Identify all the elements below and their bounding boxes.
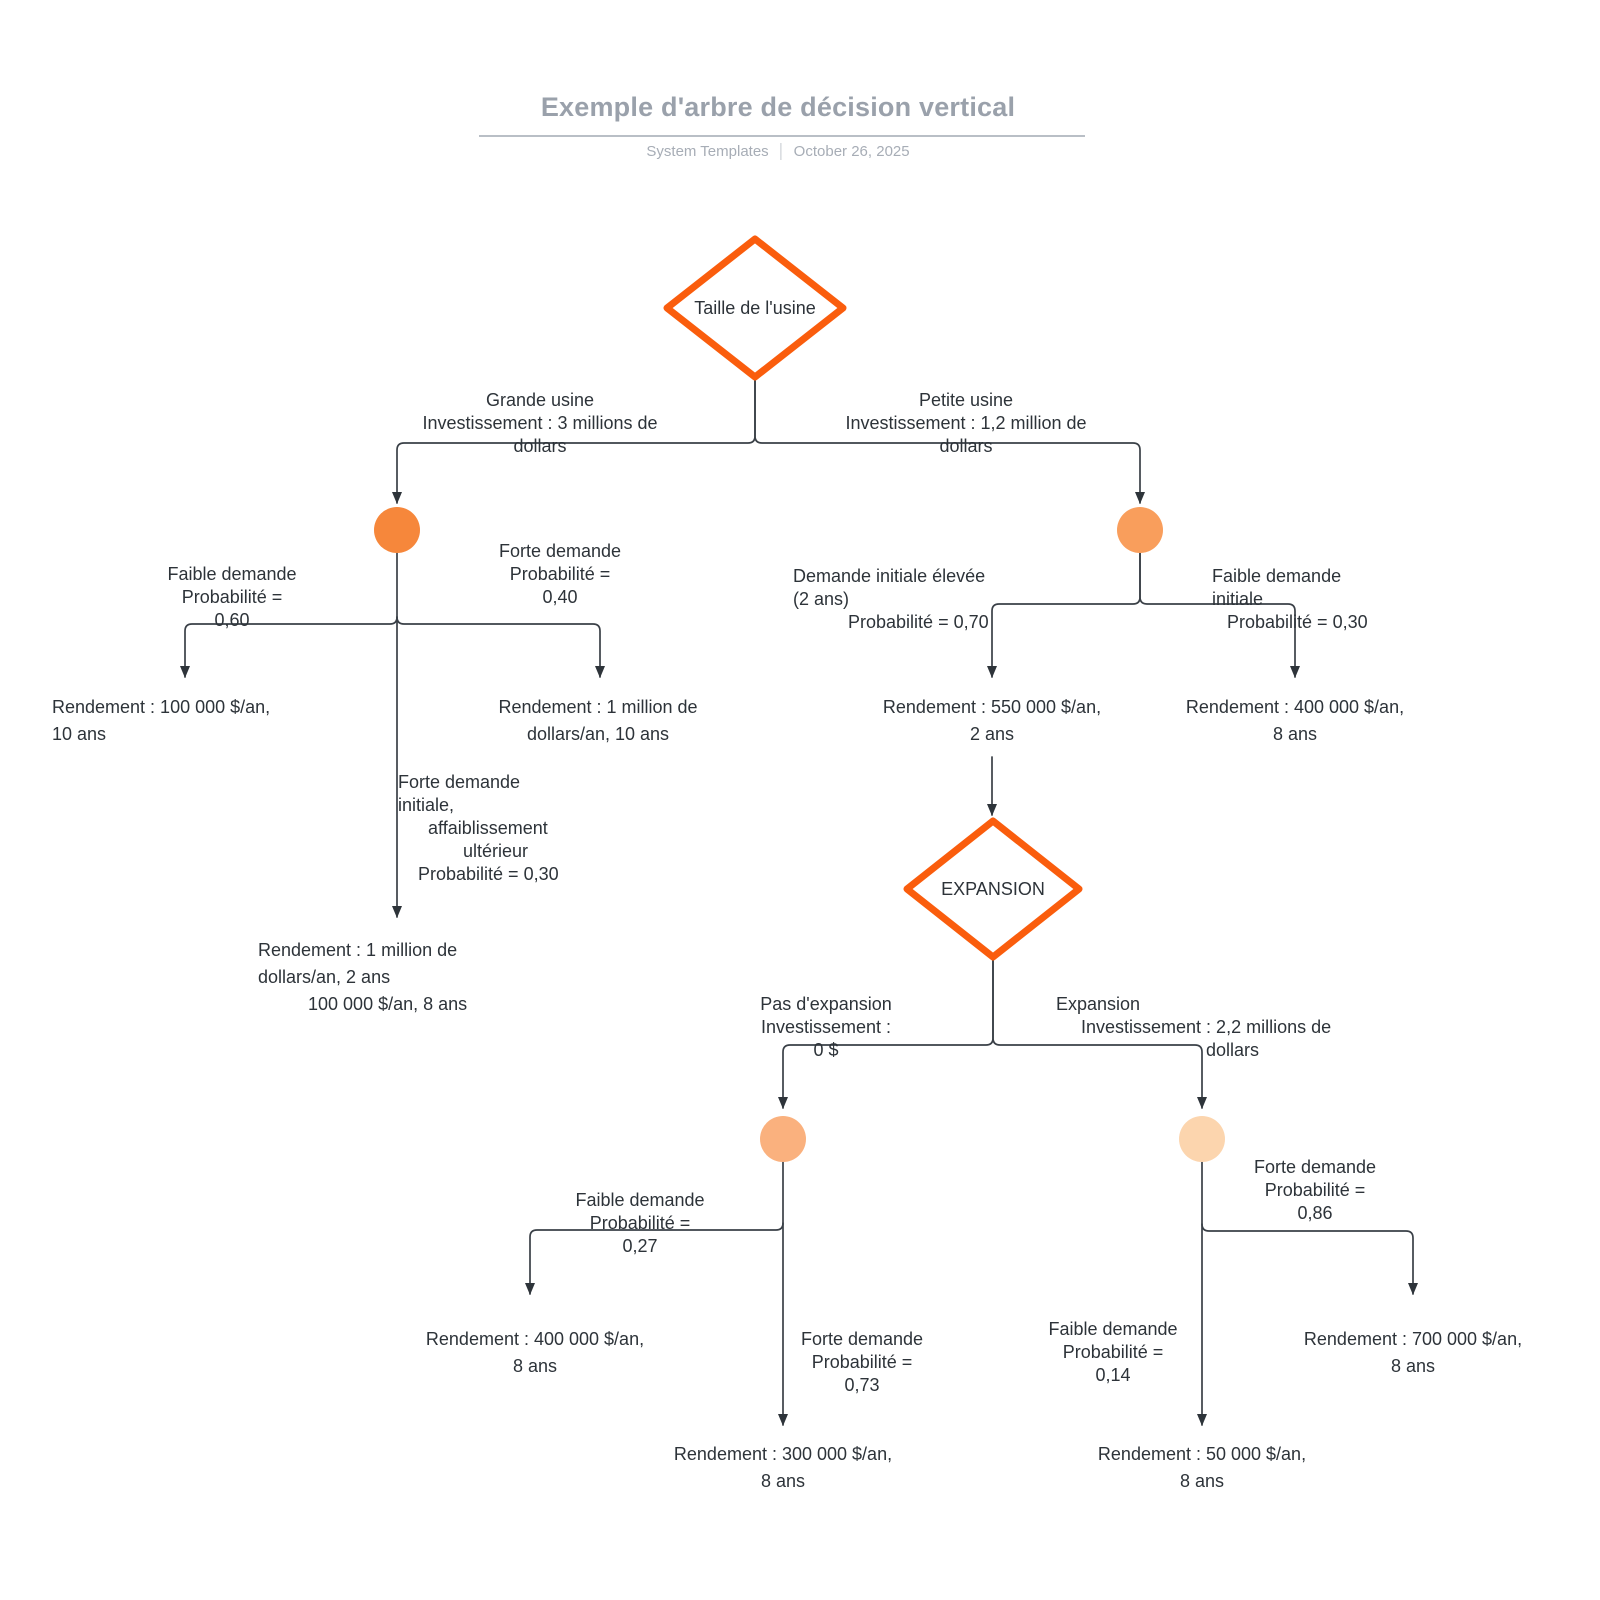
outcome-grande-forte: Rendement : 1 million de dollars/an, 10 …	[498, 697, 698, 744]
chance-node-grande-usine	[374, 507, 420, 553]
branch-label-forte-demande-086: Forte demande Probabilité = 0,86	[1253, 1157, 1377, 1223]
decision-node-label: EXPANSION	[941, 878, 1045, 899]
decision-node-label: Taille de l'usine	[694, 297, 816, 318]
branch-label-forte-demande-073: Forte demande Probabilité = 0,73	[800, 1329, 924, 1395]
branch-label-faible-demande-027: Faible demande Probabilité = 0,27	[575, 1190, 705, 1256]
edge-grande-forte	[396, 616, 605, 678]
decision-node-taille-usine: Taille de l'usine	[660, 232, 850, 384]
outcome-grande-forte-puis-faible: Rendement : 1 million de dollars/an, 2 a…	[258, 940, 468, 1014]
title-underline	[479, 135, 1085, 137]
page-title: Exemple d'arbre de décision vertical	[540, 92, 1016, 122]
byline-date: October 26, 2025	[793, 143, 910, 160]
outcome-pas-expansion-faible: Rendement : 400 000 $/an, 8 ans	[425, 1329, 645, 1376]
byline-author: System Templates	[646, 143, 769, 160]
diamond-shape	[903, 817, 1083, 961]
outcome-grande-faible: Rendement : 100 000 $/an, 10 ans	[52, 697, 271, 744]
edge-exp-forte	[1201, 1223, 1418, 1295]
edge-petite-faible	[1139, 552, 1300, 678]
edge-grande-faible	[180, 616, 398, 678]
branch-label-grande-usine: Grande usine Investissement : 3 millions…	[422, 390, 658, 456]
edge-expansion-oui	[992, 958, 1207, 1109]
branch-label-faible-demande-initiale-030: Faible demande initiale Probabilité = 0,…	[1212, 566, 1368, 632]
outcome-petite-faible: Rendement : 400 000 $/an, 8 ans	[1185, 697, 1405, 744]
edge-petite-elevee	[987, 552, 1141, 678]
branch-label-demande-initiale-elevee-070: Demande initiale élevée (2 ans) Probabil…	[793, 566, 989, 632]
byline-divider	[780, 143, 782, 160]
chance-node-pas-expansion	[760, 1116, 806, 1162]
edge-nonexp-faible	[525, 1222, 784, 1295]
diamond-shape	[663, 235, 847, 381]
edge-root-petite	[754, 377, 1145, 504]
outcome-expansion-forte: Rendement : 700 000 $/an, 8 ans	[1303, 1329, 1523, 1376]
outcome-petite-elevee: Rendement : 550 000 $/an, 2 ans	[882, 697, 1102, 744]
outcome-pas-expansion-forte: Rendement : 300 000 $/an, 8 ans	[673, 1444, 893, 1491]
branch-label-faible-demande-060: Faible demande Probabilité = 0,60	[167, 564, 297, 630]
branch-label-expansion-invest: Expansion Investissement : 2,2 millions …	[1056, 994, 1332, 1060]
branch-label-pas-expansion: Pas d'expansion Investissement : 0 $	[760, 994, 892, 1060]
branch-label-faible-demande-014: Faible demande Probabilité = 0,14	[1048, 1319, 1178, 1385]
branch-label-forte-demande-initiale-030: Forte demande initiale, affaiblissement …	[398, 772, 559, 884]
byline: System Templates October 26, 2025	[646, 143, 910, 160]
outcome-expansion-faible: Rendement : 50 000 $/an, 8 ans	[1097, 1444, 1307, 1491]
decision-node-expansion: EXPANSION	[900, 814, 1086, 964]
chance-node-expansion	[1179, 1116, 1225, 1162]
branch-label-petite-usine: Petite usine Investissement : 1,2 millio…	[845, 390, 1087, 456]
branch-label-forte-demande-040: Forte demande Probabilité = 0,40	[498, 541, 622, 607]
chance-node-petite-usine	[1117, 507, 1163, 553]
